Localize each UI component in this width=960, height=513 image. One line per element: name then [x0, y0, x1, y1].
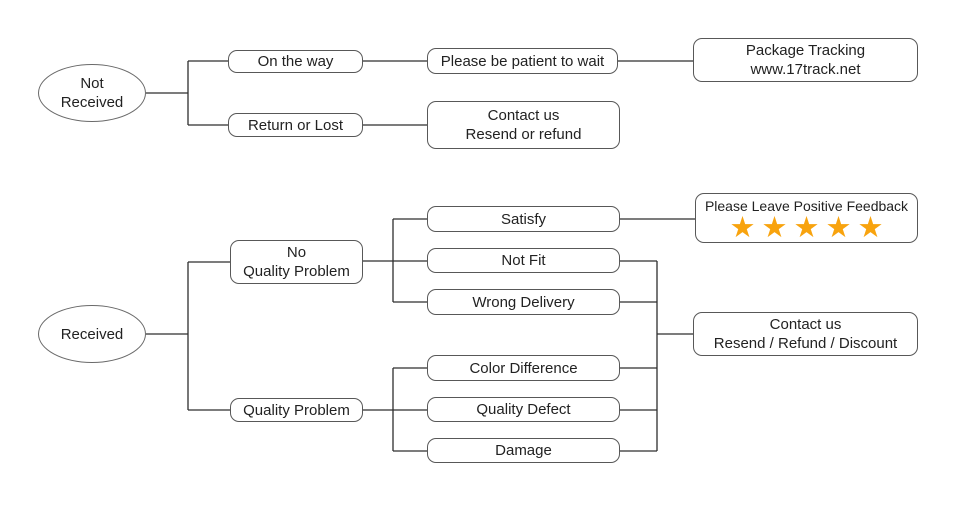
- node-label: Return or Lost: [247, 116, 344, 134]
- tracking-url: www.17track.net: [750, 61, 861, 78]
- node-label: Quality Problem: [243, 401, 350, 419]
- node-not-fit: Not Fit: [427, 248, 620, 273]
- node-please-be-patient: Please be patient to wait: [427, 48, 618, 74]
- node-label: Please be patient to wait: [440, 52, 605, 70]
- node-label: Resend / Refund / Discount: [713, 335, 898, 352]
- node-label: Package Tracking: [745, 42, 866, 59]
- node-label: On the way: [257, 53, 334, 70]
- node-return-or-lost: Return or Lost: [228, 113, 363, 137]
- node-contact-us-resend-refund-discount: Contact us Resend / Refund / Discount: [693, 312, 918, 356]
- node-on-the-way: On the way: [228, 50, 363, 73]
- node-label: Quality Defect: [476, 401, 571, 418]
- star-rating-icons: ★★★★★: [729, 211, 890, 244]
- node-label: Resend or refund: [465, 126, 582, 143]
- node-contact-us-resend-refund: Contact us Resend or refund: [427, 101, 620, 149]
- node-label: Not Fit: [501, 252, 546, 269]
- node-label: Contact us: [769, 316, 842, 333]
- node-wrong-delivery: Wrong Delivery: [427, 289, 620, 315]
- node-label: Received: [60, 94, 124, 111]
- node-label: Please Leave Positive Feedback: [704, 197, 909, 214]
- node-label: Damage: [495, 442, 552, 459]
- node-satisfy: Satisfy: [427, 206, 620, 232]
- node-label: Color Difference: [469, 359, 578, 377]
- node-package-tracking: Package Tracking www.17track.net: [693, 38, 918, 82]
- node-label: Quality Problem: [243, 263, 350, 280]
- node-positive-feedback: Please Leave Positive Feedback ★★★★★: [695, 193, 918, 243]
- node-no-quality-problem: No Quality Problem: [230, 240, 363, 284]
- node-label: Received: [60, 325, 124, 343]
- node-quality-problem: Quality Problem: [230, 398, 363, 422]
- node-label: Satisfy: [500, 210, 546, 228]
- node-label: Wrong Delivery: [472, 293, 575, 311]
- node-label: Not: [80, 75, 104, 92]
- node-not-received: Not Received: [38, 64, 146, 122]
- node-received: Received: [38, 305, 146, 363]
- node-label: Contact us: [487, 107, 560, 124]
- node-damage: Damage: [427, 438, 620, 463]
- node-quality-defect: Quality Defect: [427, 397, 620, 422]
- node-label: No: [286, 244, 307, 261]
- node-color-difference: Color Difference: [427, 355, 620, 381]
